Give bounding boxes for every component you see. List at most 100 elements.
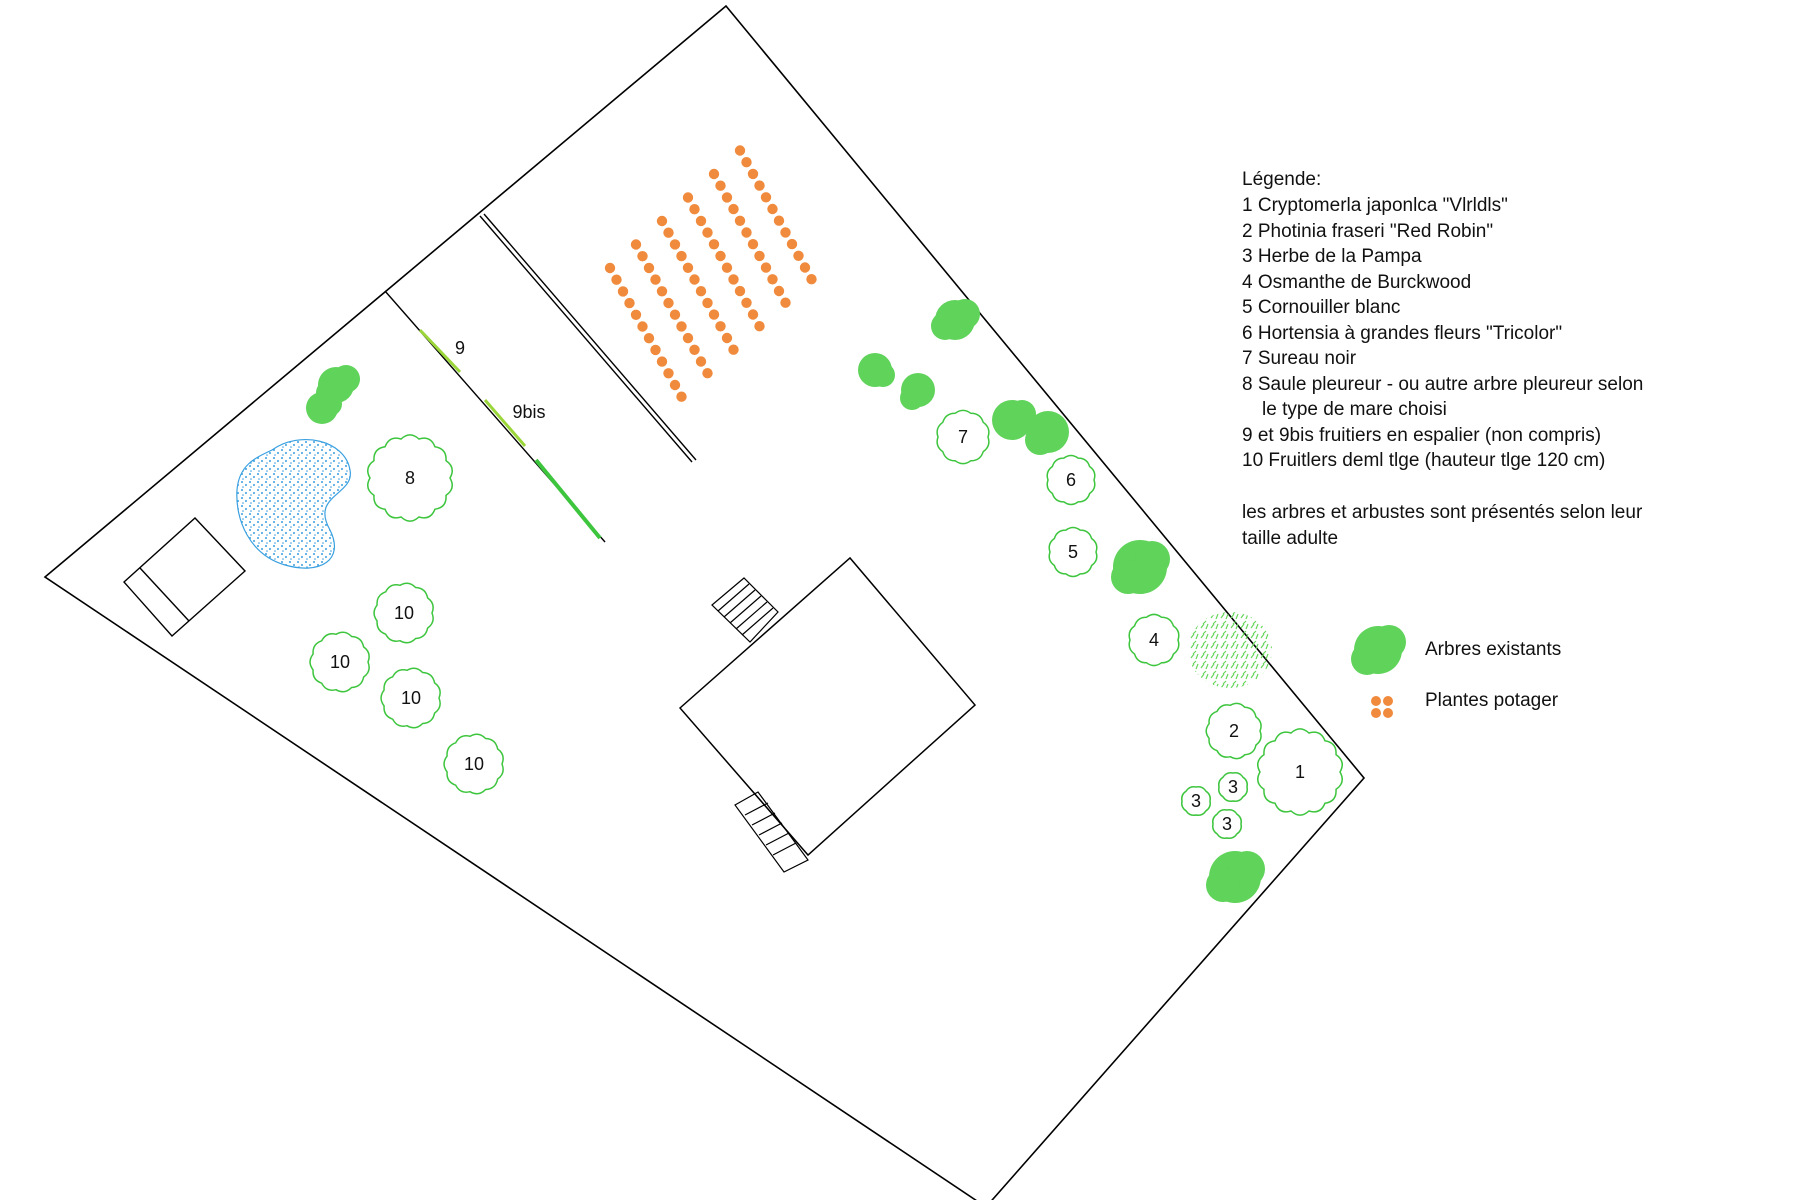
vegetable-plant [780, 297, 791, 308]
legend-item: 1 Cryptomerla japonlca "Vlrldls" [1242, 195, 1508, 216]
legend-item: le type de mare choisi [1262, 399, 1447, 420]
vegetable-plant [708, 239, 720, 250]
label-1: 1 [1295, 762, 1305, 782]
label-2: 2 [1229, 721, 1239, 741]
vegetable-plant [669, 239, 681, 250]
plant-7 [936, 409, 990, 465]
vegetable-plant [643, 262, 655, 274]
existing-tree [306, 392, 342, 424]
plant-10 [373, 582, 434, 644]
vegetable-plant [637, 321, 648, 332]
house [678, 556, 977, 857]
legend-item: 2 Photinia fraseri "Red Robin" [1242, 220, 1494, 242]
vegetable-plant [624, 297, 635, 309]
vegetable-plant [780, 227, 791, 238]
vegetable-plant [676, 391, 687, 402]
vegetable-plant [682, 192, 694, 203]
vegetable-plant [754, 250, 765, 262]
vegetable-plant [734, 285, 746, 297]
key-vegetable-label: Plantes potager [1425, 690, 1559, 711]
key-vegetable-icon [1371, 696, 1393, 718]
vegetable-plant [728, 274, 739, 285]
vegetable-plant [708, 168, 720, 180]
plant-10 [443, 733, 504, 795]
existing-tree [1206, 851, 1265, 903]
vegetable-plant [663, 227, 674, 238]
vegetable-plant [760, 192, 772, 203]
vegetable-plant [741, 227, 752, 238]
legend-item: 10 Fruitlers deml tlge (hauteur tlge 120… [1242, 450, 1606, 471]
vegetable-plant [611, 274, 622, 285]
plant-10 [309, 631, 370, 693]
planned-plants [309, 409, 1343, 839]
property-boundary [43, 4, 1366, 1200]
garden-shed [123, 517, 247, 637]
vegetable-plant [715, 250, 726, 262]
vegetable-plant [669, 379, 681, 391]
existing-tree [992, 400, 1036, 440]
vegetable-plant [747, 309, 759, 320]
plant-6 [1046, 454, 1096, 506]
vegetable-plant [754, 180, 765, 191]
vegetable-plant [767, 274, 778, 285]
vegetable-plant [728, 344, 739, 355]
label-4: 4 [1149, 630, 1159, 650]
vegetable-plant [656, 215, 668, 227]
plant-4 [1128, 613, 1180, 667]
espalier-low [534, 458, 602, 540]
vegetable-plant [799, 262, 811, 273]
vegetable-plant [715, 180, 726, 191]
vegetable-plant [695, 356, 707, 367]
vegetable-plant [734, 215, 746, 226]
vegetable-plant [747, 239, 759, 250]
vegetable-plant [669, 309, 681, 320]
vegetable-plant [630, 309, 642, 320]
plant-3 [1212, 809, 1242, 839]
vegetable-plant [747, 168, 759, 180]
label-7: 7 [958, 427, 968, 447]
vegetable-plant [689, 204, 700, 215]
vegetable-plant [656, 356, 668, 367]
legend-note-line1: les arbres et arbustes sont présentés se… [1242, 502, 1643, 523]
vegetable-plant [754, 321, 765, 332]
vegetable-plant [682, 262, 694, 273]
label-3b: 3 [1228, 777, 1238, 797]
vegetable-plant [806, 274, 817, 285]
label-9bis: 9bis [512, 402, 545, 422]
plant-3 [1218, 772, 1248, 802]
espalier-9bis [483, 399, 527, 447]
vegetable-plant [721, 262, 733, 273]
label-9: 9 [455, 338, 465, 358]
vegetable-plant [760, 262, 772, 273]
label-3a: 3 [1191, 791, 1201, 811]
existing-tree [1025, 411, 1069, 455]
vegetable-plant [715, 321, 726, 332]
vegetable-patch [604, 145, 817, 402]
pond [236, 439, 351, 569]
label-6: 6 [1066, 470, 1076, 490]
vegetable-plant [741, 157, 752, 168]
plant-8 [367, 434, 453, 522]
label-10d: 10 [464, 754, 484, 774]
vegetable-plant [676, 250, 687, 262]
divider-line-2 [479, 215, 693, 463]
plant-5 [1048, 526, 1098, 578]
legend-item: 7 Sureau noir [1242, 348, 1357, 369]
legend-item: 6 Hortensia à grandes fleurs "Tricolor" [1242, 322, 1563, 344]
label-3c: 3 [1222, 814, 1232, 834]
vegetable-plant [650, 274, 661, 285]
vegetable-plant [650, 344, 661, 356]
vegetable-plant [702, 297, 713, 309]
label-10a: 10 [394, 603, 414, 623]
shed-divider [139, 567, 190, 622]
vegetable-plant [643, 333, 655, 344]
vegetable-plant [773, 215, 785, 226]
existing-tree [858, 353, 895, 387]
key-existing-trees-label: Arbres existants [1425, 639, 1562, 660]
legend-note-line2: taille adulte [1242, 528, 1339, 549]
existing-tree [900, 373, 935, 410]
vegetable-plant [630, 239, 642, 250]
vegetable-plant [786, 238, 798, 250]
existing-trees [306, 299, 1265, 903]
